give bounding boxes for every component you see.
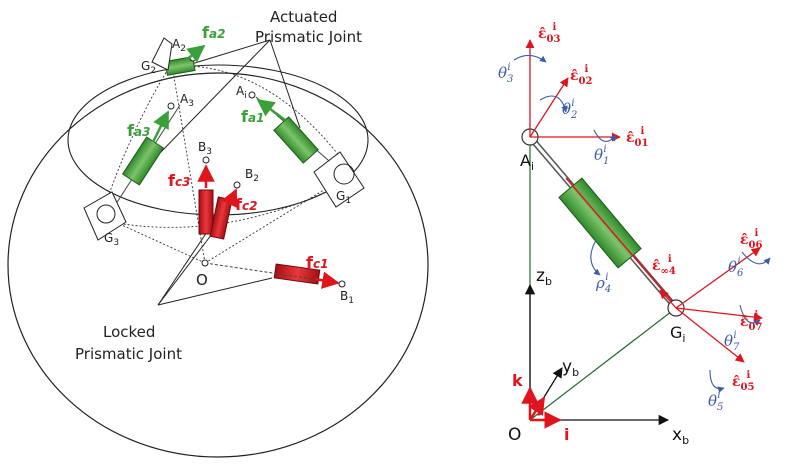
label-unit-i: i: [564, 425, 569, 444]
upper-ellipse: [67, 64, 369, 216]
base-joint-g1: [313, 151, 365, 208]
locked-label-line2: Prismatic Joint: [75, 345, 182, 363]
force-arrow-fc2: [221, 188, 238, 208]
force-arrow-fc1: [314, 271, 340, 289]
label-fa2: fa2: [202, 23, 225, 42]
label-b3: B3: [198, 140, 212, 157]
label-e07: ε̂07i: [740, 310, 762, 333]
workspace-sphere: [7, 72, 429, 458]
base-joint-g3: [83, 191, 127, 241]
label-y-axis: yb: [562, 357, 579, 379]
label-g2: G2: [141, 59, 156, 76]
actuator-1: [273, 116, 319, 164]
label-o-left: O: [196, 271, 208, 289]
right-panel: Ai Gi O xb yb zb i j k ε̂03i ε̂02i ε̂01i…: [498, 22, 771, 447]
label-fa3: fa3: [127, 121, 150, 140]
label-e04: ε̂∞4i: [652, 254, 676, 277]
o-to-gi: [529, 307, 677, 421]
actuator-i: [558, 177, 642, 269]
leg-axis: [565, 177, 677, 307]
locked-joint-3: [198, 189, 214, 235]
twists-gi: [659, 247, 763, 363]
label-theta1: θ1i: [594, 144, 609, 167]
unit-vector-j: [528, 396, 546, 421]
twists-ai: [525, 39, 621, 142]
force-arrow-fa2: [185, 44, 206, 63]
label-e05: ε̂05i: [732, 370, 754, 393]
label-a1: Ai: [236, 84, 247, 101]
label-e03: ε̂03i: [538, 22, 560, 45]
label-rho4: ρ4i: [595, 272, 611, 295]
label-a2: A2: [172, 37, 186, 54]
label-theta5: θ5i: [708, 390, 723, 413]
locked-joint-1: [273, 263, 321, 285]
actuator-3: [121, 136, 165, 186]
label-unit-k: k: [512, 371, 523, 390]
actuated-label-line2: Prismatic Joint: [255, 28, 362, 46]
label-ai: Ai: [520, 151, 534, 173]
label-fc3: fc3: [168, 171, 190, 190]
label-fc2: fc2: [235, 195, 257, 214]
label-a3: A3: [180, 92, 194, 109]
label-fc1: fc1: [306, 253, 328, 272]
label-e02: ε̂02i: [570, 64, 592, 87]
label-g3: G3: [104, 231, 119, 248]
base-joint-g2: [151, 37, 173, 71]
label-fa1: fa1: [241, 107, 264, 126]
label-theta6: θ6i: [728, 256, 744, 279]
label-o-right: O: [508, 425, 521, 445]
label-e06: ε̂06i: [740, 228, 762, 251]
locked-label-line1: Locked: [103, 323, 155, 341]
actuated-label-line1: Actuated: [270, 8, 337, 26]
label-theta2: θ2i: [562, 98, 577, 121]
force-arrow-fa1: [256, 98, 286, 122]
label-gi: Gi: [670, 323, 685, 345]
label-e01: ε̂01i: [626, 126, 648, 149]
rotation-arcs: [513, 54, 771, 393]
label-theta7: θ7i: [724, 330, 740, 353]
label-unit-j: j: [537, 397, 543, 416]
label-g1: G1: [336, 189, 351, 206]
locked-link-1: [204, 262, 341, 284]
label-b2: B2: [245, 167, 259, 184]
force-arrow-fa3: [151, 110, 170, 143]
label-theta3: θ3i: [498, 62, 513, 85]
label-b1: B1: [340, 289, 354, 306]
label-z-axis: zb: [536, 266, 552, 288]
left-panel: Actuated Prismatic Joint Locked Prismati…: [7, 8, 429, 458]
label-x-axis: xb: [672, 425, 689, 447]
